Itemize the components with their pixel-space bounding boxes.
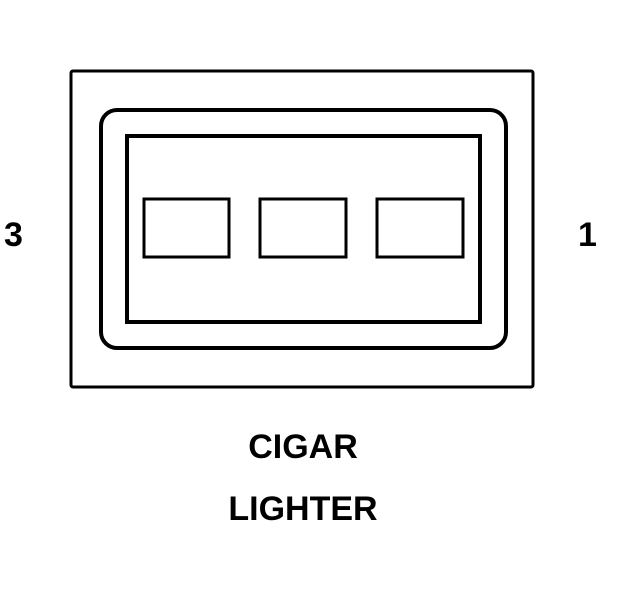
connector-inner-shell: [99, 108, 508, 350]
terminal-cavity-1: [375, 197, 465, 259]
connector-outer-housing: [69, 69, 535, 389]
pin-number-right: 1: [578, 216, 597, 254]
terminal-cavity-2: [258, 197, 348, 259]
terminal-cavity-3: [142, 197, 231, 259]
connector-terminal-face: [125, 134, 482, 324]
pin-number-left: 3: [4, 216, 23, 254]
caption-line-2: LIGHTER: [228, 490, 378, 528]
caption-line-1: CIGAR: [248, 428, 358, 466]
